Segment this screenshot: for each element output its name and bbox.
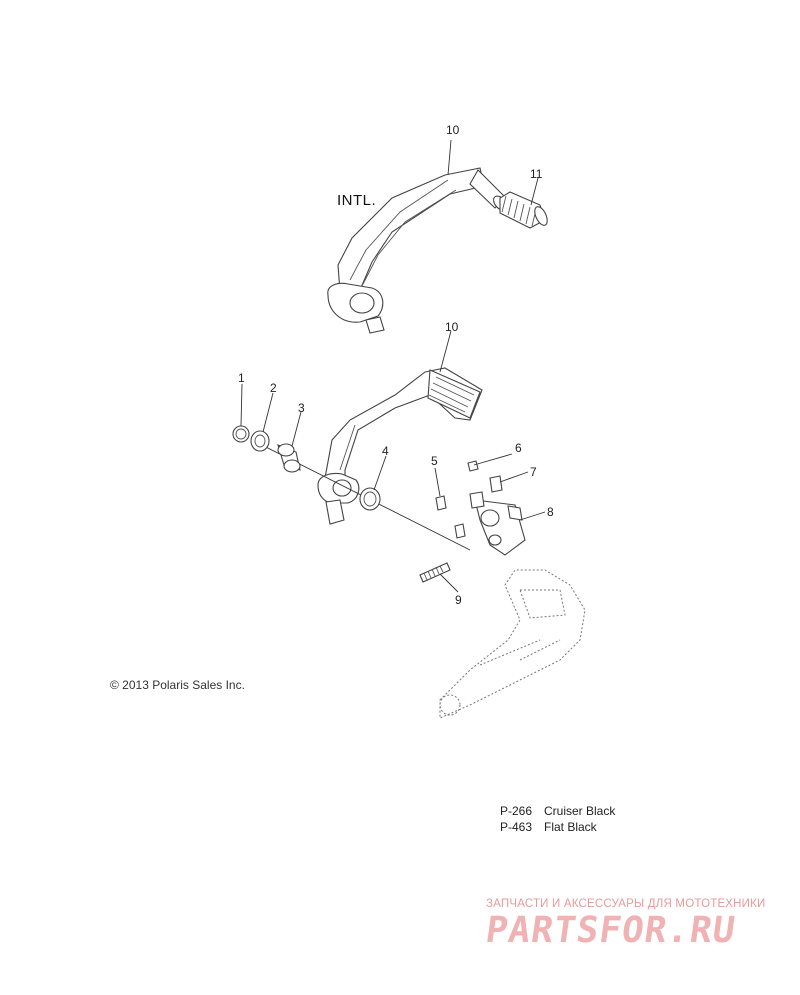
pin (489, 475, 503, 493)
callout-1: 1 (238, 371, 245, 385)
paint-code-row: P-266 Cruiser Black (500, 803, 615, 819)
intl-shift-lever: INTL. (327, 167, 507, 334)
copyright-notice: © 2013 Polaris Sales Inc. (110, 678, 245, 692)
callout-3: 3 (298, 401, 305, 415)
callout-5: 5 (431, 454, 438, 468)
bushing (277, 443, 301, 473)
callout-6: 6 (515, 441, 522, 455)
brake-linkage (469, 491, 526, 556)
leader-lines (240, 139, 546, 593)
watermark-logo: PARTSFOR.RU (483, 910, 739, 951)
callout-4: 4 (382, 444, 389, 458)
nut (467, 460, 479, 472)
watermark: ЗАПЧАСТИ И АКСЕССУАРЫ ДЛЯ МОТОТЕХНИКИ PA… (483, 898, 786, 951)
return-spring (419, 562, 451, 583)
paint-code-list: P-266 Cruiser Black P-463 Flat Black (500, 803, 615, 835)
retaining-ring (232, 425, 250, 443)
callout-8: 8 (547, 505, 554, 519)
intl-label: INTL. (337, 192, 376, 209)
brake-pedal (317, 367, 483, 525)
paint-name: Flat Black (544, 820, 597, 834)
washer (250, 430, 270, 452)
bolt (435, 495, 466, 539)
callout-7: 7 (530, 465, 537, 479)
callout-11: 11 (530, 167, 543, 181)
paint-code: P-463 (500, 820, 533, 834)
callout-10-brake: 10 (445, 320, 459, 334)
paint-code: P-266 (500, 804, 533, 818)
watermark-tagline: ЗАПЧАСТИ И АКСЕССУАРЫ ДЛЯ МОТОТЕХНИКИ (486, 898, 766, 910)
paint-code-row: P-463 Flat Black (500, 819, 615, 835)
callout-2: 2 (270, 381, 277, 395)
callout-10-intl: 10 (446, 123, 460, 137)
shift-peg-rubber (499, 191, 548, 229)
paint-name: Cruiser Black (544, 804, 616, 818)
callout-9: 9 (455, 593, 462, 607)
footrest-bracket-reference (439, 569, 586, 719)
washer-large (359, 487, 381, 511)
